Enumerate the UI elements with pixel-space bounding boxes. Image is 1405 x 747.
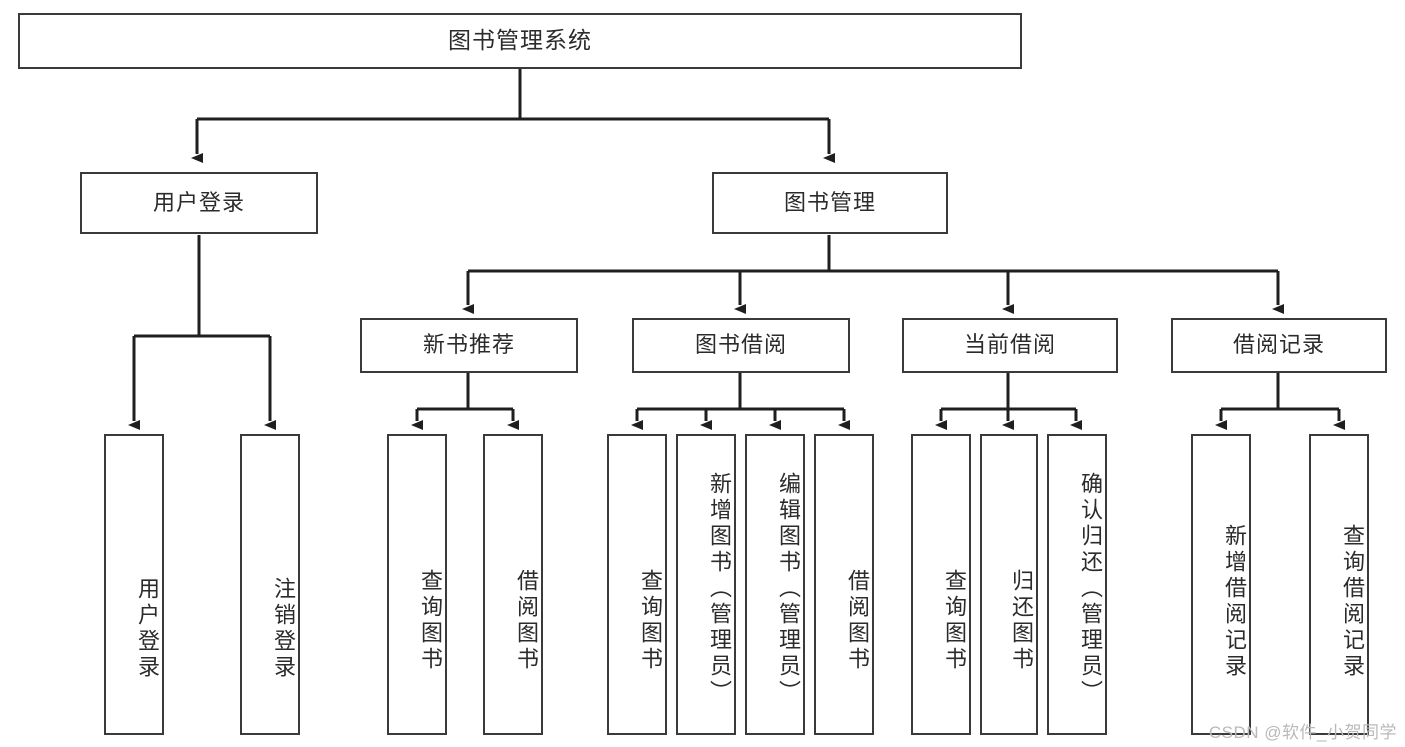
leaf-logout-login[interactable]: 注销登录 bbox=[240, 434, 300, 735]
node-label: 查询图书 bbox=[418, 568, 443, 673]
node-label: 新增借阅记录 bbox=[1222, 523, 1247, 680]
watermark: CSDN @软件_小贺同学 bbox=[1208, 723, 1397, 742]
leaf-query-book-borrow[interactable]: 查询图书 bbox=[607, 434, 667, 735]
leaf-query-book-current[interactable]: 查询图书 bbox=[911, 434, 971, 735]
node-label: 归还图书 bbox=[1009, 568, 1034, 673]
leaf-user-login[interactable]: 用户登录 bbox=[104, 434, 164, 735]
node-new-book-recommend[interactable]: 新书推荐 bbox=[360, 318, 578, 373]
node-label: 图书管理系统 bbox=[448, 27, 592, 54]
leaf-return-book[interactable]: 归还图书 bbox=[980, 434, 1038, 735]
node-label: 确认归还（管理员） bbox=[1078, 471, 1103, 706]
node-label: 查询图书 bbox=[638, 568, 663, 673]
leaf-borrow-book-borrow[interactable]: 借阅图书 bbox=[814, 434, 874, 735]
node-root-system[interactable]: 图书管理系统 bbox=[18, 13, 1022, 69]
leaf-edit-book-admin[interactable]: 编辑图书（管理员） bbox=[745, 434, 805, 735]
leaf-borrow-book-newbook[interactable]: 借阅图书 bbox=[483, 434, 543, 735]
node-label: 编辑图书（管理员） bbox=[776, 471, 801, 706]
node-user-login[interactable]: 用户登录 bbox=[80, 172, 318, 234]
node-label: 新书推荐 bbox=[422, 332, 515, 358]
node-label: 新增图书（管理员） bbox=[707, 471, 732, 706]
leaf-query-borrow-record[interactable]: 查询借阅记录 bbox=[1309, 434, 1369, 735]
leaf-add-book-admin[interactable]: 新增图书（管理员） bbox=[676, 434, 736, 735]
node-label: 查询图书 bbox=[942, 568, 967, 673]
node-label: 注销登录 bbox=[271, 576, 296, 681]
node-borrow-record[interactable]: 借阅记录 bbox=[1171, 318, 1387, 373]
node-book-borrow[interactable]: 图书借阅 bbox=[632, 318, 850, 373]
leaf-query-book-newbook[interactable]: 查询图书 bbox=[387, 434, 447, 735]
leaf-add-borrow-record[interactable]: 新增借阅记录 bbox=[1191, 434, 1251, 735]
node-label: 图书管理 bbox=[783, 189, 876, 215]
node-label: 借阅记录 bbox=[1232, 332, 1325, 358]
node-label: 用户登录 bbox=[152, 189, 245, 215]
node-label: 用户登录 bbox=[135, 576, 160, 681]
leaf-confirm-return-admin[interactable]: 确认归还（管理员） bbox=[1047, 434, 1107, 735]
node-label: 借阅图书 bbox=[845, 568, 870, 673]
node-label: 查询借阅记录 bbox=[1340, 523, 1365, 680]
node-current-borrow[interactable]: 当前借阅 bbox=[902, 318, 1118, 373]
node-label: 图书借阅 bbox=[694, 332, 787, 358]
node-label: 借阅图书 bbox=[514, 568, 539, 673]
node-book-management[interactable]: 图书管理 bbox=[712, 172, 948, 234]
node-label: 当前借阅 bbox=[963, 332, 1056, 358]
